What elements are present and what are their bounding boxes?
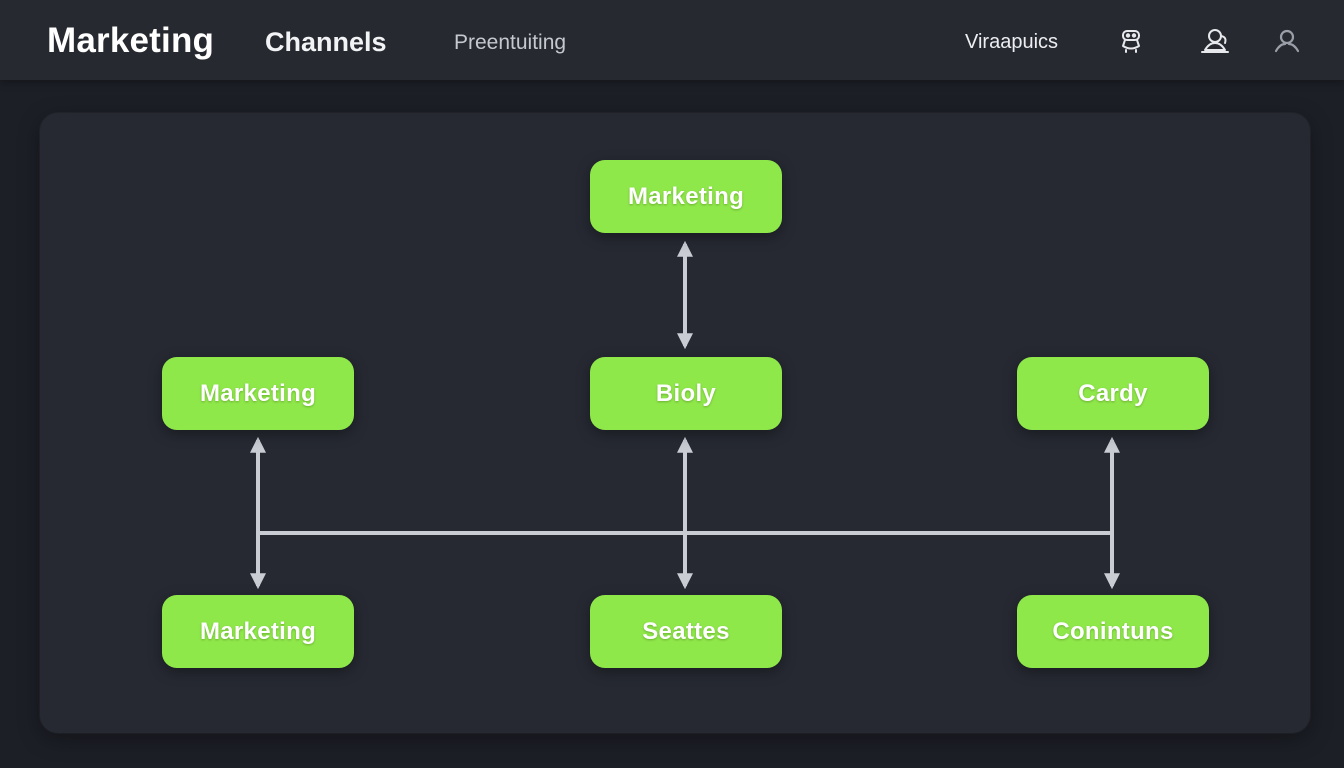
nav-secondary-link[interactable]: Preentuiting xyxy=(454,31,567,54)
node-mid-left[interactable]: Marketing xyxy=(162,357,354,430)
user-cloud-icon[interactable] xyxy=(1200,26,1230,56)
node-bottom-left[interactable]: Marketing xyxy=(162,595,354,668)
node-bottom-right[interactable]: Conintuns xyxy=(1017,595,1209,668)
top-nav-bar: Marketing Channels Preentuiting Viraapui… xyxy=(0,0,1344,80)
node-top[interactable]: Marketing xyxy=(590,160,782,233)
user-icon[interactable] xyxy=(1272,26,1302,56)
nav-channels-link[interactable]: Channels xyxy=(265,27,387,57)
node-mid-right[interactable]: Cardy xyxy=(1017,357,1209,430)
nav-right-link[interactable]: Viraapuics xyxy=(965,31,1059,53)
robot-icon[interactable] xyxy=(1116,26,1146,56)
node-bottom-center[interactable]: Seattes xyxy=(590,595,782,668)
brand-title[interactable]: Marketing xyxy=(47,21,215,60)
node-mid-center[interactable]: Bioly xyxy=(590,357,782,430)
